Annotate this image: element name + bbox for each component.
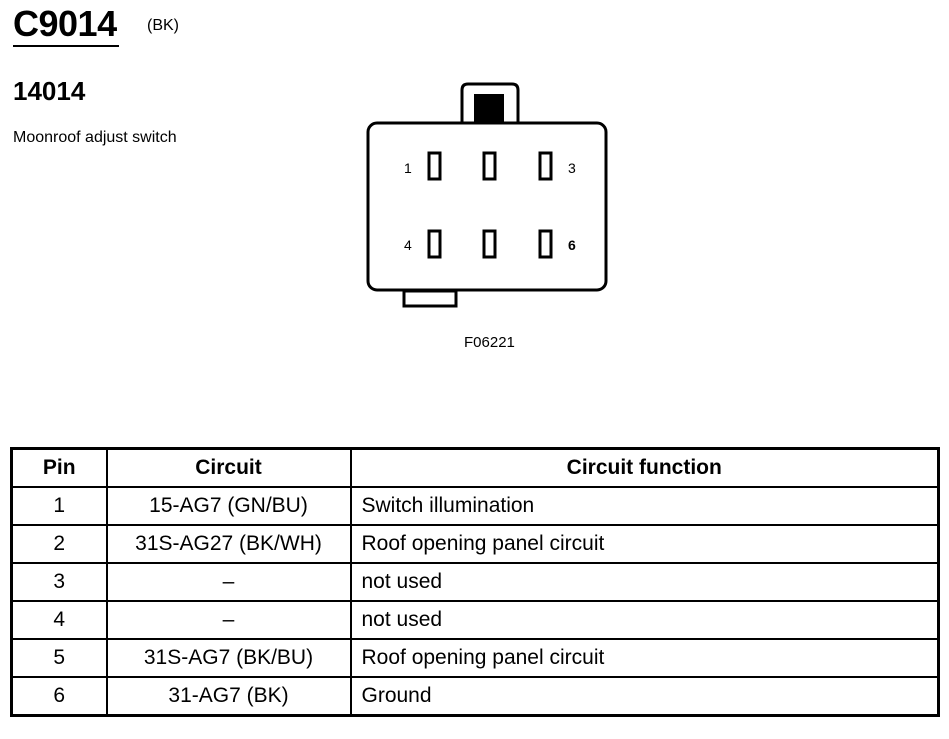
part-number: 14014: [13, 76, 86, 106]
cell-circuit: 31-AG7 (BK): [105, 676, 352, 717]
cell-pin: 3: [10, 562, 108, 602]
cell-pin: 6: [10, 676, 108, 717]
table-row: 4 – not used: [10, 600, 940, 640]
connector-id-underline: [13, 45, 119, 47]
connector-face-diagram: 1 3 4 6: [366, 82, 608, 308]
table-row: 6 31-AG7 (BK) Ground: [10, 676, 940, 717]
terminal-1: [427, 151, 442, 181]
cell-circuit: 31S-AG27 (BK/WH): [105, 524, 352, 564]
header-pin: Pin: [10, 447, 108, 488]
bottom-key: [402, 289, 458, 308]
cell-function: Switch illumination: [349, 486, 940, 526]
table-row: 1 15-AG7 (GN/BU) Switch illumination: [10, 486, 940, 526]
cell-pin: 2: [10, 524, 108, 564]
terminal-4: [427, 229, 442, 259]
cell-circuit: 15-AG7 (GN/BU): [105, 486, 352, 526]
pin-label-3: 3: [568, 160, 576, 176]
connector-color: (BK): [147, 17, 179, 34]
pin-table: Pin Circuit Circuit function 1 15-AG7 (G…: [10, 447, 940, 717]
terminal-3: [538, 151, 553, 181]
table-row: 5 31S-AG7 (BK/BU) Roof opening panel cir…: [10, 638, 940, 678]
table-header-row: Pin Circuit Circuit function: [10, 447, 940, 488]
cell-circuit: –: [105, 562, 352, 602]
terminal-2: [482, 151, 497, 181]
cell-pin: 1: [10, 486, 108, 526]
latch-window: [474, 94, 504, 122]
cell-pin: 5: [10, 638, 108, 678]
connector-body: [366, 121, 608, 292]
cell-function: not used: [349, 600, 940, 640]
terminal-6: [538, 229, 553, 259]
connector-id: C9014: [13, 3, 117, 44]
cell-circuit: 31S-AG7 (BK/BU): [105, 638, 352, 678]
cell-circuit: –: [105, 600, 352, 640]
pin-label-4: 4: [404, 237, 412, 253]
cell-function: not used: [349, 562, 940, 602]
cell-function: Roof opening panel circuit: [349, 638, 940, 678]
header-circuit: Circuit: [105, 447, 352, 488]
table-row: 2 31S-AG27 (BK/WH) Roof opening panel ci…: [10, 524, 940, 564]
cell-function: Roof opening panel circuit: [349, 524, 940, 564]
pin-label-1: 1: [404, 160, 412, 176]
cell-pin: 4: [10, 600, 108, 640]
pin-label-6: 6: [568, 237, 576, 253]
terminal-5: [482, 229, 497, 259]
part-description: Moonroof adjust switch: [13, 129, 177, 146]
table-row: 3 – not used: [10, 562, 940, 602]
cell-function: Ground: [349, 676, 940, 717]
header-circuit-function: Circuit function: [349, 447, 940, 488]
figure-reference: F06221: [464, 334, 515, 351]
